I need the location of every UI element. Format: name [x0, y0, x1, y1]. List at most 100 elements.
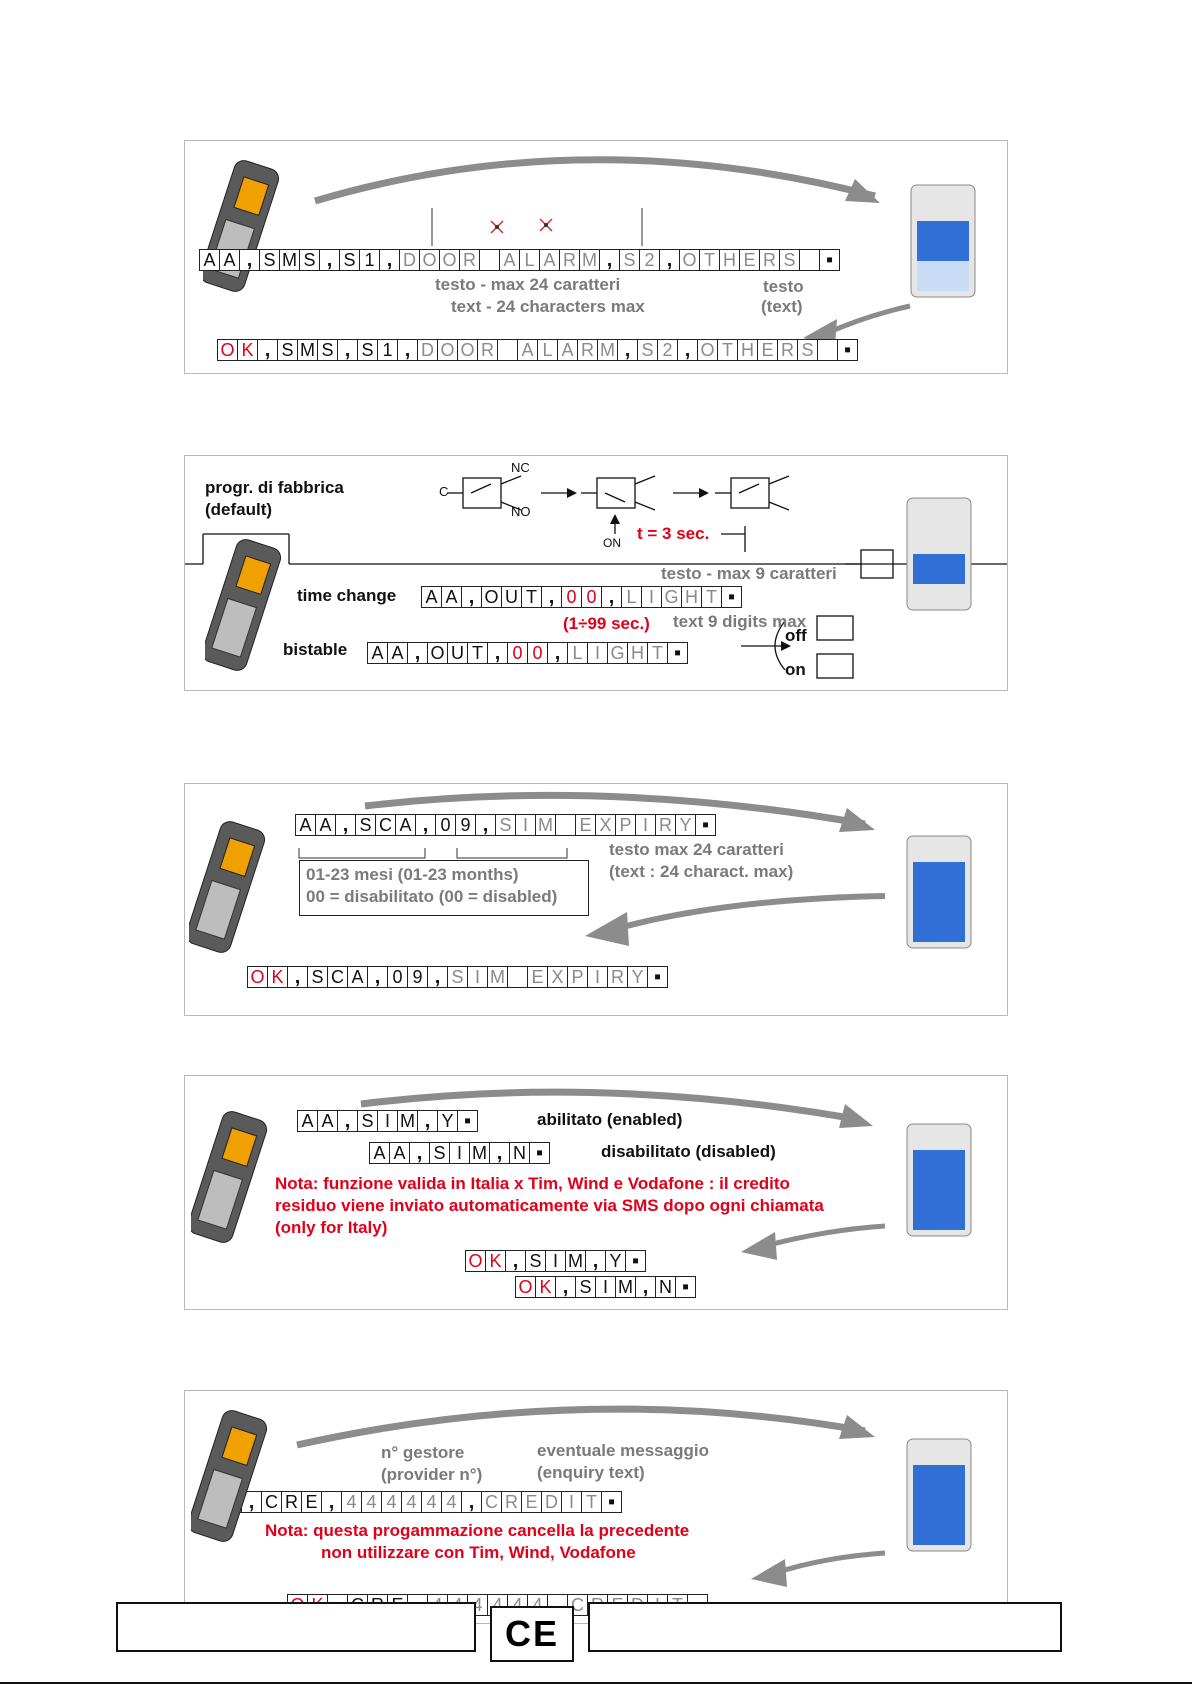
command-char-cell: A — [219, 249, 240, 271]
command-char-cell: R — [559, 249, 580, 271]
command-char-cell: S — [447, 966, 468, 988]
command-char-cell: M — [279, 249, 300, 271]
phone-icon — [185, 816, 269, 953]
command-char-cell: R — [777, 339, 798, 361]
command-char-cell: Y — [627, 966, 648, 988]
command-char-cell: S — [259, 249, 280, 271]
command-char-cell: 4 — [421, 1491, 442, 1513]
command-char-cell: S — [637, 339, 658, 361]
command-char-cell: T — [717, 339, 738, 361]
command-char-cell: , — [461, 586, 482, 608]
command-char-cell: S — [429, 1142, 450, 1164]
command-char-cell: K — [237, 339, 258, 361]
command-char-cell: , — [337, 1110, 358, 1132]
provider-label-en: (provider n°) — [381, 1465, 483, 1484]
command-char-cell: , — [367, 966, 388, 988]
command-char-cell: R — [501, 1491, 522, 1513]
device-icon — [901, 1120, 981, 1240]
command-char-cell: 0 — [435, 814, 456, 836]
command-char-cell: M — [487, 966, 508, 988]
command-char-cell: , — [489, 1142, 510, 1164]
command-char-cell: A — [421, 586, 442, 608]
command-char-cell: R — [607, 966, 628, 988]
message-label-it: eventuale messaggio — [537, 1441, 709, 1460]
command-char-cell: D — [417, 339, 438, 361]
command-char-cell: A — [395, 814, 416, 836]
command-char-cell: ▪ — [819, 249, 840, 271]
command-char-cell: , — [427, 966, 448, 988]
command-char-cell: H — [681, 586, 702, 608]
command-char-cell: T — [701, 586, 722, 608]
command-char-cell: , — [257, 339, 278, 361]
command-char-cell: 9 — [407, 966, 428, 988]
command-char-cell: ▪ — [647, 966, 668, 988]
note-line-1: Nota: questa progammazione cancella la p… — [265, 1521, 690, 1540]
command-char-cell: O — [697, 339, 718, 361]
command-char-cell: T — [467, 642, 488, 664]
command-char-cell: 4 — [381, 1491, 402, 1513]
command-char-cell: , — [321, 1491, 342, 1513]
command-char-cell: , — [397, 339, 418, 361]
provider-label-it: n° gestore — [381, 1443, 465, 1462]
command-char-cell: 4 — [401, 1491, 422, 1513]
c-label: C — [439, 484, 449, 499]
command-char-cell — [507, 966, 528, 988]
command-char-cell: M — [397, 1110, 418, 1132]
command-char-cell: E — [757, 339, 778, 361]
bistable-label: bistable — [283, 640, 348, 659]
command-char-cell: H — [737, 339, 758, 361]
command-char-cell: G — [661, 586, 682, 608]
command-char-cell: I — [467, 966, 488, 988]
off-label: off — [785, 626, 807, 645]
command-char-cell: M — [597, 339, 618, 361]
command-char-cell: , — [287, 966, 308, 988]
nc-label: NC — [511, 460, 530, 475]
command-char-cell: C — [375, 814, 396, 836]
command-char-cell: U — [501, 586, 522, 608]
command-char-cell: , — [555, 1276, 576, 1298]
command-char-cell: O — [465, 1250, 486, 1272]
ce-mark-text: CE — [504, 1613, 559, 1654]
command-char-cell: T — [647, 642, 668, 664]
command-char-cell: O — [247, 966, 268, 988]
command-char-cell: S — [357, 339, 378, 361]
command-char-cell: D — [541, 1491, 562, 1513]
command-char-cell: 0 — [387, 966, 408, 988]
command-char-cell: M — [579, 249, 600, 271]
phone-icon — [187, 1405, 271, 1542]
command-char-cell: N — [655, 1276, 676, 1298]
command-char-cell: R — [281, 1491, 302, 1513]
command-char-cell: A — [499, 249, 520, 271]
flow-arrows — [298, 791, 886, 946]
command-char-cell: , — [409, 1142, 430, 1164]
command-char-cell: 0 — [561, 586, 582, 608]
command-char-cell: , — [475, 814, 496, 836]
command-char-cell: , — [319, 249, 340, 271]
command-char-cell: O — [419, 249, 440, 271]
command-char-cell: E — [301, 1491, 322, 1513]
command-char-cell: , — [635, 1276, 656, 1298]
command-char-cell: R — [477, 339, 498, 361]
command-char-cell: S — [797, 339, 818, 361]
command-char-cell: A — [441, 586, 462, 608]
command-char-cell: Y — [675, 814, 696, 836]
command-char-cell: A — [389, 1142, 410, 1164]
command-char-cell: L — [519, 249, 540, 271]
command-char-cell: I — [587, 642, 608, 664]
command-char-cell: I — [377, 1110, 398, 1132]
command-char-cell: ▪ — [837, 339, 858, 361]
command-char-cell: 2 — [639, 249, 660, 271]
command-char-cell: X — [595, 814, 616, 836]
command-char-cell: C — [481, 1491, 502, 1513]
on-state-label: on — [785, 660, 806, 679]
command-char-cell: Y — [437, 1110, 458, 1132]
command-char-cell: , — [677, 339, 698, 361]
note-line-2: non utilizzare con Tim, Wind, Vodafone — [321, 1543, 636, 1562]
command-char-cell: A — [315, 814, 336, 836]
flow-arrows — [360, 1088, 886, 1260]
command-char-cell: , — [417, 1110, 438, 1132]
